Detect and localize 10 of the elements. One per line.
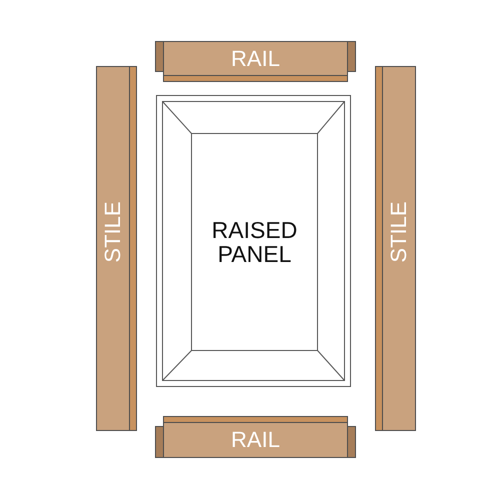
stile-board — [375, 66, 416, 431]
part-label: STILE — [102, 201, 124, 263]
stile-board — [96, 66, 137, 431]
part-label: RAIL — [231, 48, 280, 70]
part-label: RAISED PANEL — [210, 217, 298, 266]
part-label: STILE — [388, 201, 410, 263]
rail-board — [155, 41, 356, 82]
part-label: RAIL — [231, 429, 280, 451]
raised-panel — [156, 95, 351, 387]
rail-board — [155, 416, 356, 458]
